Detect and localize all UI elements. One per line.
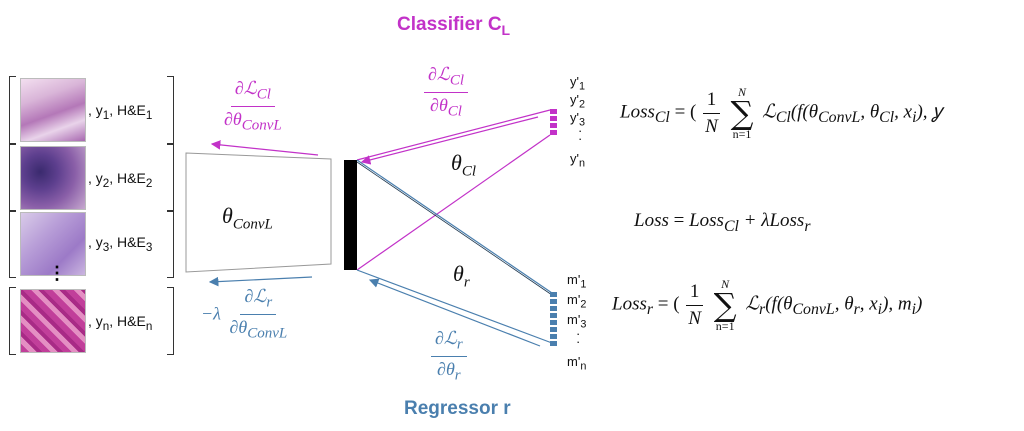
bracket-right-2 (167, 144, 174, 212)
regressor-title: Regressor r (404, 398, 511, 419)
equation-loss-total: Loss = LossCl + λLossr (634, 210, 811, 235)
classifier-line-top (356, 109, 551, 161)
cl-output-block-1 (550, 109, 557, 114)
grad-r-head: ∂ℒr∂θr (431, 328, 467, 384)
cl-output-block-3 (550, 123, 557, 128)
r-output-block-6 (550, 327, 557, 332)
image-label-n: , yn, H&En (88, 313, 153, 333)
bracket-left-1 (9, 76, 16, 144)
output-y-1: y'1 (570, 74, 586, 93)
r-output-block-4 (550, 313, 557, 318)
bracket-left-n (9, 287, 16, 355)
output-y-n: y'n (570, 151, 586, 170)
theta-convl-label: θConvL (222, 203, 273, 233)
he-image-tile-n (20, 289, 86, 353)
regressor-line-top (356, 159, 553, 294)
r-grad-arrow-conv (208, 276, 313, 287)
theta-cl-label: θCl (451, 150, 476, 180)
r-output-block-1 (550, 292, 557, 297)
bracket-right-1 (167, 76, 174, 144)
regressor-line-top-shadow (356, 161, 553, 296)
output-m-3: m'3 (567, 312, 587, 331)
classifier-title: Classifier CL (397, 14, 511, 38)
output-m-n: m'n (567, 354, 587, 373)
he-image-tile-1 (20, 78, 86, 142)
grad-cl-head: ∂ℒCl∂θCl (424, 64, 469, 120)
bracket-left-3 (9, 210, 16, 278)
r-output-block-5 (550, 320, 557, 325)
grad-r-convl: −λ ∂ℒr∂θConvL (201, 286, 288, 342)
image-label-1: , y1, H&E1 (88, 102, 153, 122)
regressor-line-bottom (356, 269, 553, 344)
he-image-tile-3 (20, 212, 86, 276)
grad-cl-convl: ∂ℒCl∂θConvL (224, 78, 282, 134)
cl-grad-arrow-head (360, 116, 539, 165)
output-y-3: y'3 (570, 110, 586, 129)
image-label-2: , y2, H&E2 (88, 170, 153, 190)
output-m-dots: ·· (576, 326, 581, 349)
r-grad-arrow-head (368, 278, 541, 347)
image-label-3: , y3, H&E3 (88, 234, 153, 254)
bracket-left-2 (9, 144, 16, 212)
output-y-dots: ·· (578, 123, 583, 146)
output-m-1: m'1 (567, 272, 587, 291)
image-ellipsis: ⋮ (48, 263, 66, 283)
conv-layer-shape (185, 152, 332, 273)
he-image-tile-2 (20, 146, 86, 210)
feature-vector-bar (344, 160, 357, 270)
bracket-right-n (167, 287, 174, 355)
cl-grad-arrow-conv (210, 140, 319, 156)
cl-output-block-2 (550, 116, 557, 121)
r-output-block-2 (550, 299, 557, 304)
bracket-right-3 (167, 210, 174, 278)
r-output-block-7 (550, 334, 557, 339)
r-output-block-3 (550, 306, 557, 311)
output-m-2: m'2 (567, 292, 587, 311)
cl-output-block-4 (550, 130, 557, 135)
classifier-line-bottom (356, 134, 551, 271)
r-output-block-8 (550, 341, 557, 346)
theta-r-label: θr (453, 261, 470, 291)
output-y-2: y'2 (570, 92, 586, 111)
